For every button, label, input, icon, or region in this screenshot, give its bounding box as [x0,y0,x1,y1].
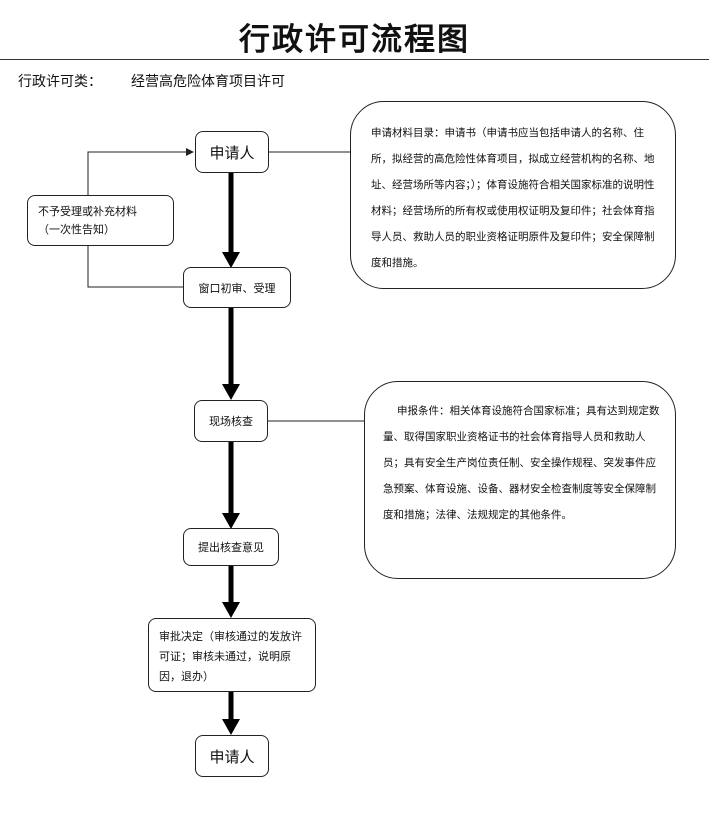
loop-to-applicant-arrow [87,148,194,195]
conditions-note-box: 申报条件：相关体育设施符合国家标准；具有达到规定数量、取得国家职业资格证书的社会… [364,381,676,579]
category-value: 经营高危险体育项目许可 [131,74,285,90]
applicant-box-top: 申请人 [195,131,269,173]
title-divider [0,59,709,60]
site-inspection-label: 现场核查 [209,415,253,428]
applicant-top-label: 申请人 [209,143,255,162]
not-accepted-label: 不予受理或补充材料 [38,204,137,218]
site-inspection-box: 现场核查 [194,400,268,442]
loop-return-line [87,246,183,288]
materials-note-text: 申请材料目录：申请书（申请书应当包括申请人的名称、住所，拟经营的高危险性体育项目… [371,127,655,269]
one-time-notice-label: （一次性告知） [38,222,115,236]
category-label: 行政许可类： [18,74,102,90]
materials-note-box: 申请材料目录：申请书（申请书应当包括申请人的名称、住所，拟经营的高危险性体育项目… [350,101,676,289]
submit-opinion-box: 提出核查意见 [183,528,279,566]
approval-decision-box: 审批决定（审核通过的发放许可证；审核未通过，说明原因，退办） [148,618,316,692]
window-review-label: 窗口初审、受理 [198,281,276,295]
submit-opinion-label: 提出核查意见 [198,541,264,554]
not-accepted-box: 不予受理或补充材料 （一次性告知） [27,195,174,246]
main-flow-arrows [222,172,240,735]
applicant-box-bottom: 申请人 [195,735,269,777]
window-review-box: 窗口初审、受理 [183,267,291,308]
page-title: 行政许可流程图 [239,22,470,58]
conditions-note-text: 申报条件：相关体育设施符合国家标准；具有达到规定数量、取得国家职业资格证书的社会… [383,405,660,521]
approval-decision-label: 审批决定（审核通过的发放许可证；审核未通过，说明原因，退办） [159,630,302,683]
applicant-bottom-label: 申请人 [209,747,255,766]
